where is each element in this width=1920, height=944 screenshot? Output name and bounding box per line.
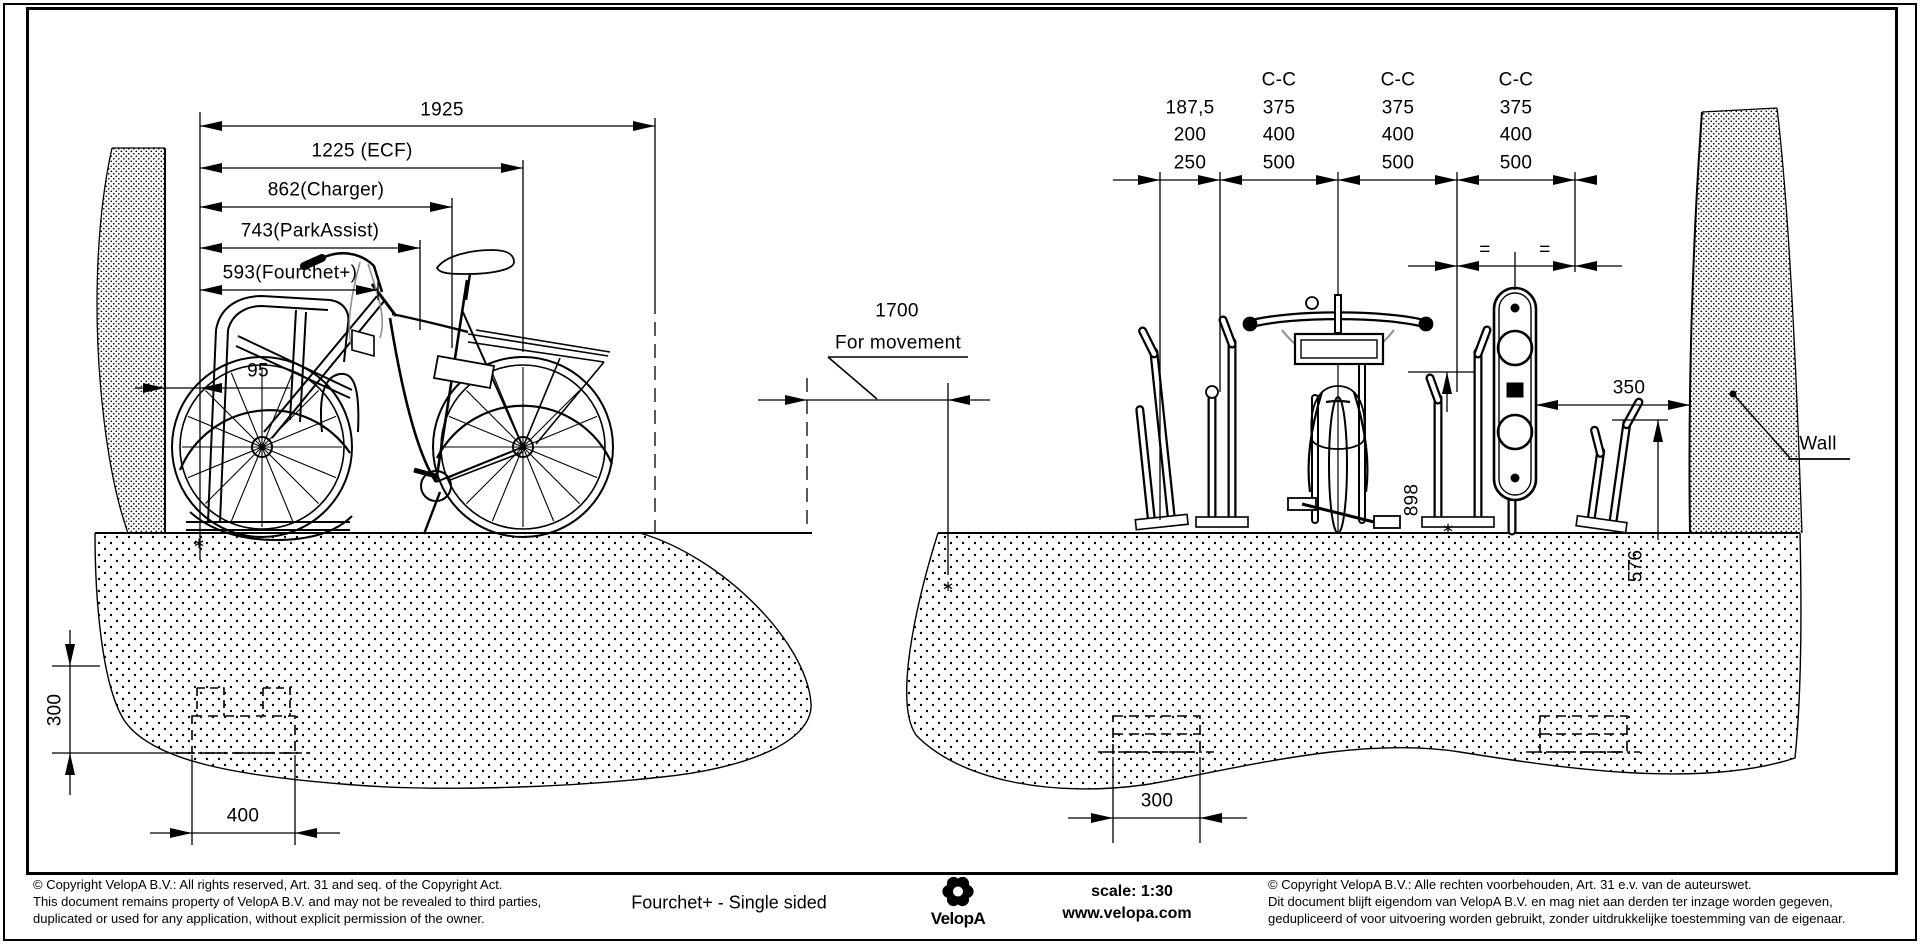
bicycle-side-view bbox=[171, 249, 614, 538]
dim-label-foundation-depth: 300 bbox=[44, 693, 66, 727]
spacing-first-r2: 200 bbox=[1173, 124, 1207, 146]
right-arrowheads bbox=[1091, 175, 1690, 823]
dim-label-to-wall: 350 bbox=[1612, 377, 1646, 399]
charger-unit bbox=[1492, 286, 1538, 536]
rack-unit bbox=[1134, 326, 1189, 531]
wall-label: Wall bbox=[1799, 433, 1837, 455]
bicycle-front-view bbox=[1242, 172, 1434, 534]
dim-label-movement-value: 1700 bbox=[875, 300, 919, 322]
dim-label-foundation-width: 400 bbox=[226, 805, 260, 827]
dim-label-movement-text: For movement bbox=[834, 332, 962, 354]
spacing-cc2-r2: 400 bbox=[1381, 124, 1415, 146]
left-arrowheads bbox=[65, 121, 970, 838]
spacing-cc2-r1: 375 bbox=[1381, 97, 1415, 119]
equal-mark: = bbox=[1479, 239, 1491, 261]
spacing-cc1-r2: 400 bbox=[1262, 124, 1296, 146]
spacing-first-r1: 187,5 bbox=[1165, 97, 1215, 119]
copyright-en-line1: © Copyright VelopA B.V.: All rights rese… bbox=[33, 877, 503, 892]
right-wall-hatch bbox=[1688, 107, 1803, 534]
dim-label-wall-gap: 95 bbox=[247, 360, 269, 382]
dim-label-overall: 1925 bbox=[420, 99, 464, 121]
spacing-cc1-header: C-C bbox=[1261, 69, 1297, 91]
outer-border bbox=[3, 3, 1917, 941]
spacing-cc2-header: C-C bbox=[1380, 69, 1416, 91]
ground-marker: ∗ bbox=[1441, 520, 1455, 537]
copyright-en-line2: This document remains property of VelopA… bbox=[33, 894, 542, 909]
spacing-cc1-r1: 375 bbox=[1262, 97, 1296, 119]
ground-marker: ∗ bbox=[192, 535, 206, 552]
rack-unit bbox=[1421, 325, 1495, 528]
scale-label: scale: 1:30 bbox=[1091, 883, 1173, 900]
right-dimensions bbox=[1068, 172, 1850, 843]
velopa-logo-icon bbox=[942, 876, 974, 907]
front-view bbox=[906, 107, 1850, 843]
copyright-nl-line1: © Copyright VelopA B.V.: Alle rechten vo… bbox=[1268, 877, 1752, 892]
dim-label-fourchet: 593(Fourchet+) bbox=[222, 262, 358, 284]
spacing-cc3-r3: 500 bbox=[1499, 152, 1533, 174]
left-wall-hatch bbox=[96, 147, 166, 534]
spacing-cc2-r3: 500 bbox=[1381, 152, 1415, 174]
spacing-first-r3: 250 bbox=[1173, 152, 1207, 174]
equal-mark: = bbox=[1539, 239, 1551, 261]
right-foundations bbox=[1098, 715, 1640, 753]
spacing-cc3-r1: 375 bbox=[1499, 97, 1533, 119]
dim-label-ecf: 1225 (ECF) bbox=[311, 140, 413, 162]
rack-unit bbox=[1575, 397, 1644, 534]
dim-label-handlebar-height: 898 bbox=[1401, 483, 1423, 517]
dim-label-right-foundation-width: 300 bbox=[1140, 790, 1174, 812]
website-label: www.velopa.com bbox=[1062, 905, 1192, 922]
left-foundation bbox=[178, 687, 310, 754]
drawing-title: Fourchet+ - Single sided bbox=[631, 892, 827, 913]
copyright-nl-line3: gedupliceerd of voor uitvoering worden g… bbox=[1268, 911, 1846, 926]
dim-label-charger: 862(Charger) bbox=[267, 179, 385, 201]
right-ground-hatch bbox=[906, 532, 1802, 790]
drawing-frame bbox=[26, 7, 1898, 875]
spacing-cc3-header: C-C bbox=[1498, 69, 1534, 91]
ground-marker: ∗ bbox=[941, 578, 955, 595]
left-ground-hatch bbox=[94, 532, 812, 789]
copyright-en-line3: duplicated or used for any application, … bbox=[33, 911, 485, 926]
side-view bbox=[52, 112, 990, 845]
dim-label-parkassist: 743(ParkAssist) bbox=[240, 220, 380, 242]
spacing-cc3-r2: 400 bbox=[1499, 124, 1533, 146]
velopa-logo-text: VelopA bbox=[930, 909, 986, 928]
copyright-nl-line2: Dit document blijft eigendom van VelopA … bbox=[1268, 894, 1833, 909]
rack-unit bbox=[1195, 315, 1249, 528]
spacing-cc1-r3: 500 bbox=[1262, 152, 1296, 174]
copyright-dutch: © Copyright VelopA B.V.: Alle rechten vo… bbox=[1268, 876, 1845, 927]
copyright-english: © Copyright VelopA B.V.: All rights rese… bbox=[33, 876, 541, 927]
dim-label-rack-height: 576 bbox=[1625, 549, 1647, 583]
